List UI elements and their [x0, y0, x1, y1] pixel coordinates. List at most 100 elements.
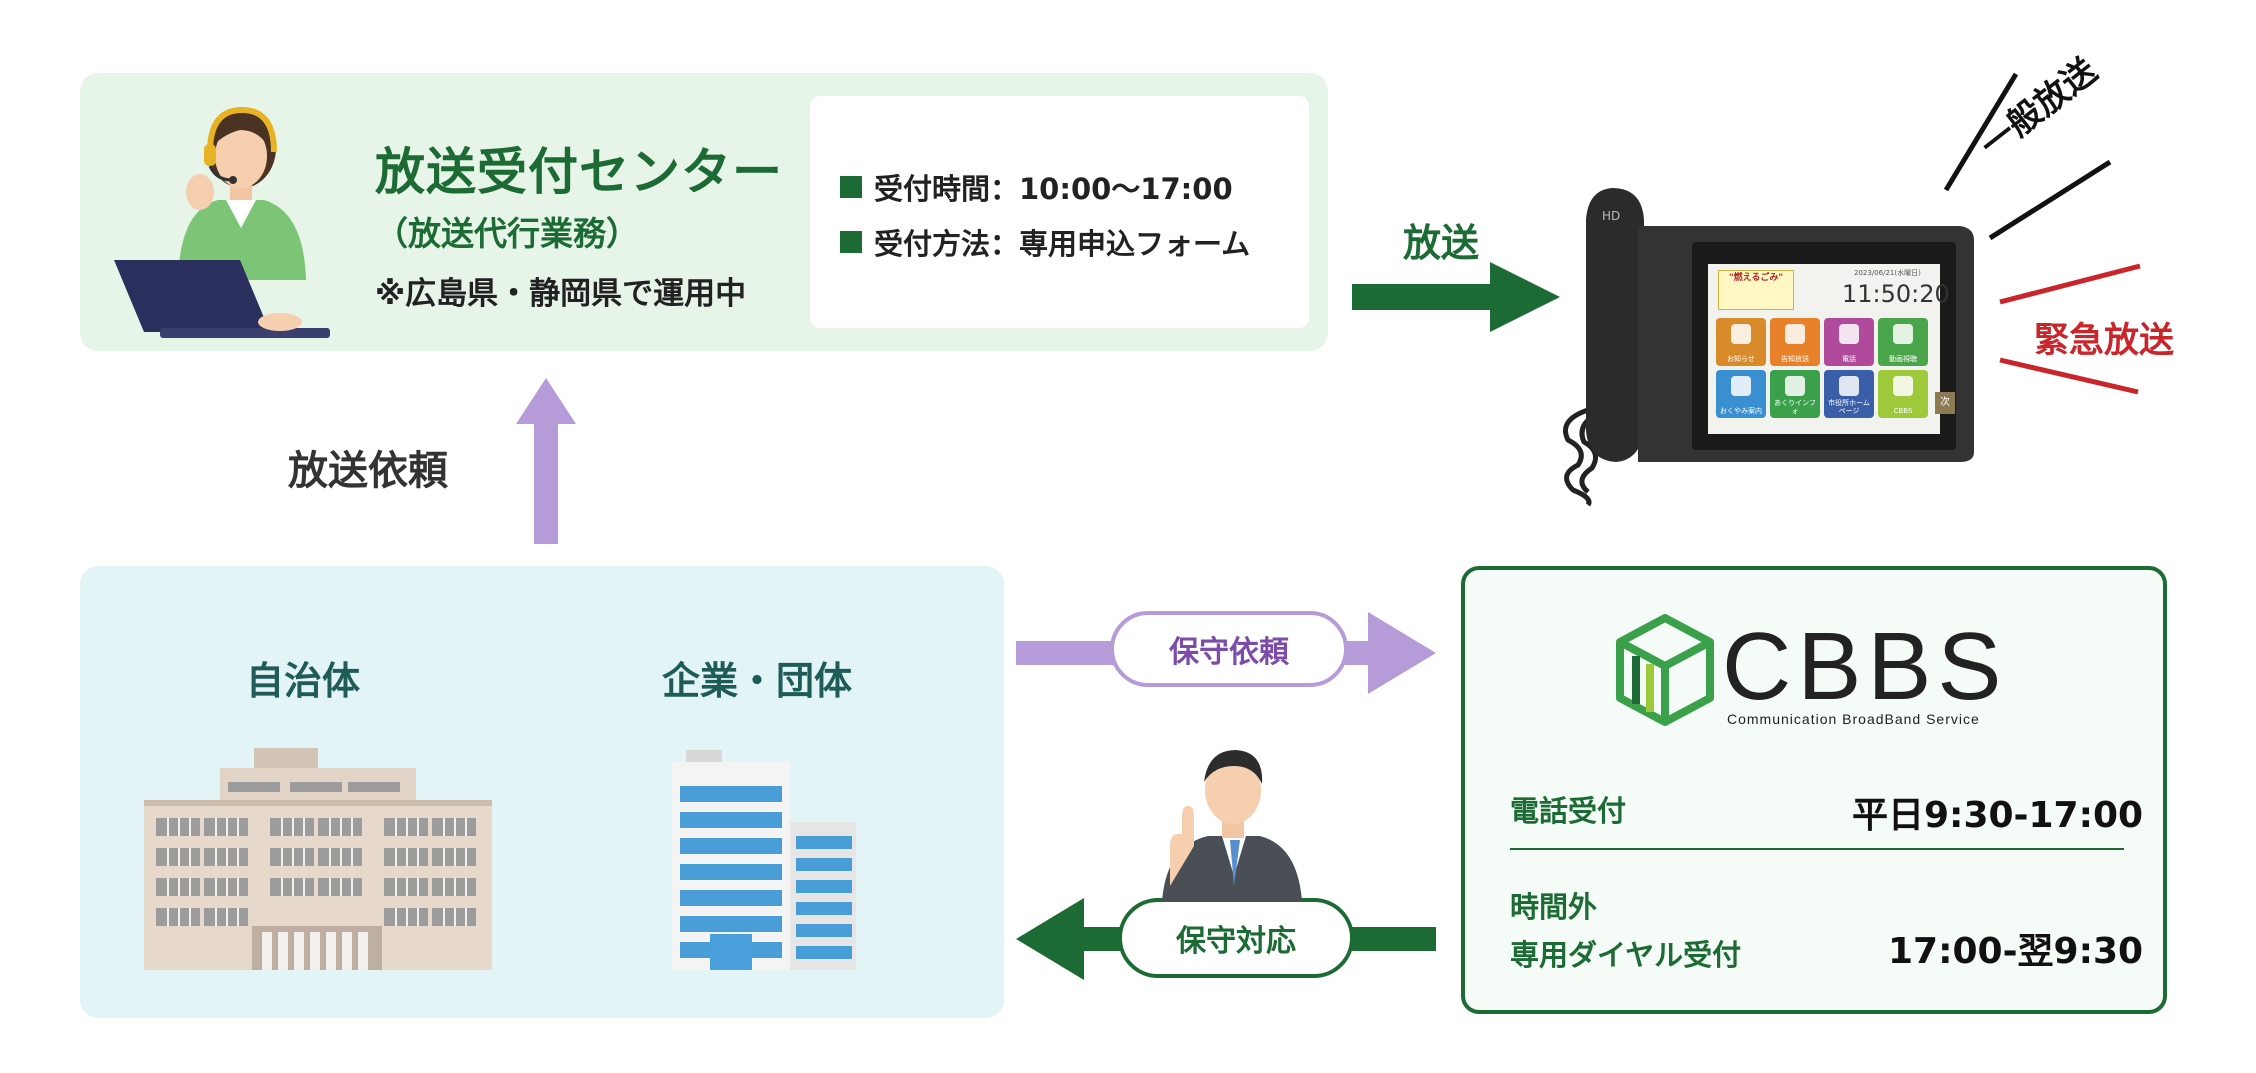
device-app-tile[interactable]: CBBS [1878, 370, 1928, 418]
reception-info-box: 受付時間：10:00〜17:00 受付方法：専用申込フォーム [810, 96, 1309, 328]
window-mullion [226, 848, 228, 866]
office-window-band [796, 880, 852, 893]
window-mullion [395, 848, 397, 866]
window-mullion [215, 878, 217, 896]
device-app-tile[interactable]: あくりインフォ [1770, 370, 1820, 418]
cbbs-tagline: Communication BroadBand Service [1727, 711, 1980, 727]
cbbs-logo-icon [1616, 614, 1714, 726]
device-next-button[interactable]: 次 [1935, 392, 1955, 414]
device-app-tile-label: CBBS [1893, 407, 1913, 415]
office-window-band [680, 812, 782, 828]
office-window-band [680, 890, 782, 906]
broadcast-signal-lines-icon [1943, 72, 2141, 395]
window-mullion [189, 878, 191, 896]
window-mullion [417, 848, 419, 866]
office-window-band [796, 858, 852, 871]
window-mullion [443, 818, 445, 836]
window-mullion [226, 908, 228, 926]
window-mullion [454, 818, 456, 836]
window-mullion [178, 818, 180, 836]
operator-headset-icon [114, 106, 330, 338]
device-screen-time: 11:50:20 [1842, 280, 1950, 308]
device-app-tile-label: 市役所ホームページ [1828, 399, 1870, 415]
window-mullion [395, 908, 397, 926]
after-hours-dial-label: 専用ダイヤル受付 [1510, 938, 1742, 972]
device-app-tile-label: おくやみ案内 [1720, 407, 1762, 415]
device-app-tile[interactable]: 告知放送 [1770, 318, 1820, 366]
reception-hours: 受付時間：10:00〜17:00 [840, 166, 1233, 208]
maintenance-request-pill: 保守依頼 [1110, 611, 1348, 687]
window-mullion [226, 878, 228, 896]
after-hours-label: 時間外 [1510, 890, 1598, 924]
window-mullion [281, 878, 283, 896]
window-mullion [465, 908, 467, 926]
speaker-icon [1785, 324, 1805, 344]
window-mullion [237, 848, 239, 866]
window-mullion [167, 908, 169, 926]
broadcast-request-arrow-icon [516, 378, 576, 544]
window-mullion [454, 848, 456, 866]
window-mullion [395, 878, 397, 896]
window-mullion [215, 848, 217, 866]
device-app-tile[interactable]: 電話 [1824, 318, 1874, 366]
office-building-icon [672, 750, 856, 970]
window-mullion [167, 878, 169, 896]
building-window [348, 782, 400, 792]
mountain-icon [1785, 376, 1805, 396]
office-window-band [680, 864, 782, 880]
support-staff-icon [1162, 750, 1302, 902]
municipality-label: 自治体 [246, 659, 361, 703]
video-icon [1893, 324, 1913, 344]
window-mullion [465, 848, 467, 866]
window-mullion [340, 818, 342, 836]
device-screen-header: "燃えるごみ" 2023/06/21(水曜日) 11:50:20 [1714, 268, 1950, 312]
municipal-building-icon [144, 748, 492, 970]
office-window-band [796, 946, 852, 959]
window-mullion [417, 818, 419, 836]
device-app-tile-label: お知らせ [1727, 355, 1755, 363]
window-mullion [178, 878, 180, 896]
window-mullion [189, 818, 191, 836]
device-notice-banner: "燃えるごみ" [1718, 270, 1794, 310]
window-mullion [465, 878, 467, 896]
maintenance-response-pill: 保守対応 [1118, 898, 1354, 978]
window-mullion [443, 848, 445, 866]
window-mullion [329, 848, 331, 866]
building-window [290, 782, 342, 792]
device-app-grid: お知らせ 告知放送 電話 動画視聴おくやみ案内あくりインフォ市役所ホームページ CBBS [1716, 318, 1928, 422]
window-mullion [351, 878, 353, 896]
window-mullion [351, 848, 353, 866]
document-icon [1731, 324, 1751, 344]
office-window-band [796, 836, 852, 849]
window-mullion [443, 878, 445, 896]
bullet-square-icon [840, 231, 862, 253]
window-mullion [406, 908, 408, 926]
window-mullion [329, 818, 331, 836]
window-mullion [167, 848, 169, 866]
people-icon [1731, 376, 1751, 396]
device-app-tile-label: 電話 [1842, 355, 1856, 363]
phone-reception-label: 電話受付 [1510, 794, 1627, 828]
window-mullion [215, 818, 217, 836]
phone-icon [1839, 324, 1859, 344]
reception-hours-text: 受付時間：10:00〜17:00 [874, 172, 1233, 206]
device-app-tile[interactable]: 市役所ホームページ [1824, 370, 1874, 418]
window-mullion [417, 908, 419, 926]
device-app-tile-label: 告知放送 [1781, 355, 1809, 363]
device-app-tile[interactable]: お知らせ [1716, 318, 1766, 366]
window-mullion [303, 818, 305, 836]
window-mullion [292, 848, 294, 866]
window-mullion [237, 908, 239, 926]
device-brand: HD [1602, 209, 1620, 223]
window-mullion [281, 848, 283, 866]
phone-reception-hours: 平日9:30-17:00 [1852, 795, 2144, 836]
window-mullion [303, 848, 305, 866]
window-mullion [237, 878, 239, 896]
window-mullion [178, 848, 180, 866]
device-app-tile[interactable]: 動画視聴 [1878, 318, 1928, 366]
window-mullion [406, 818, 408, 836]
reception-method: 受付方法：専用申込フォーム [840, 221, 1250, 263]
device-app-tile[interactable]: おくやみ案内 [1716, 370, 1766, 418]
window-mullion [351, 818, 353, 836]
center-note: ※広島県・静岡県で運用中 [375, 276, 747, 312]
